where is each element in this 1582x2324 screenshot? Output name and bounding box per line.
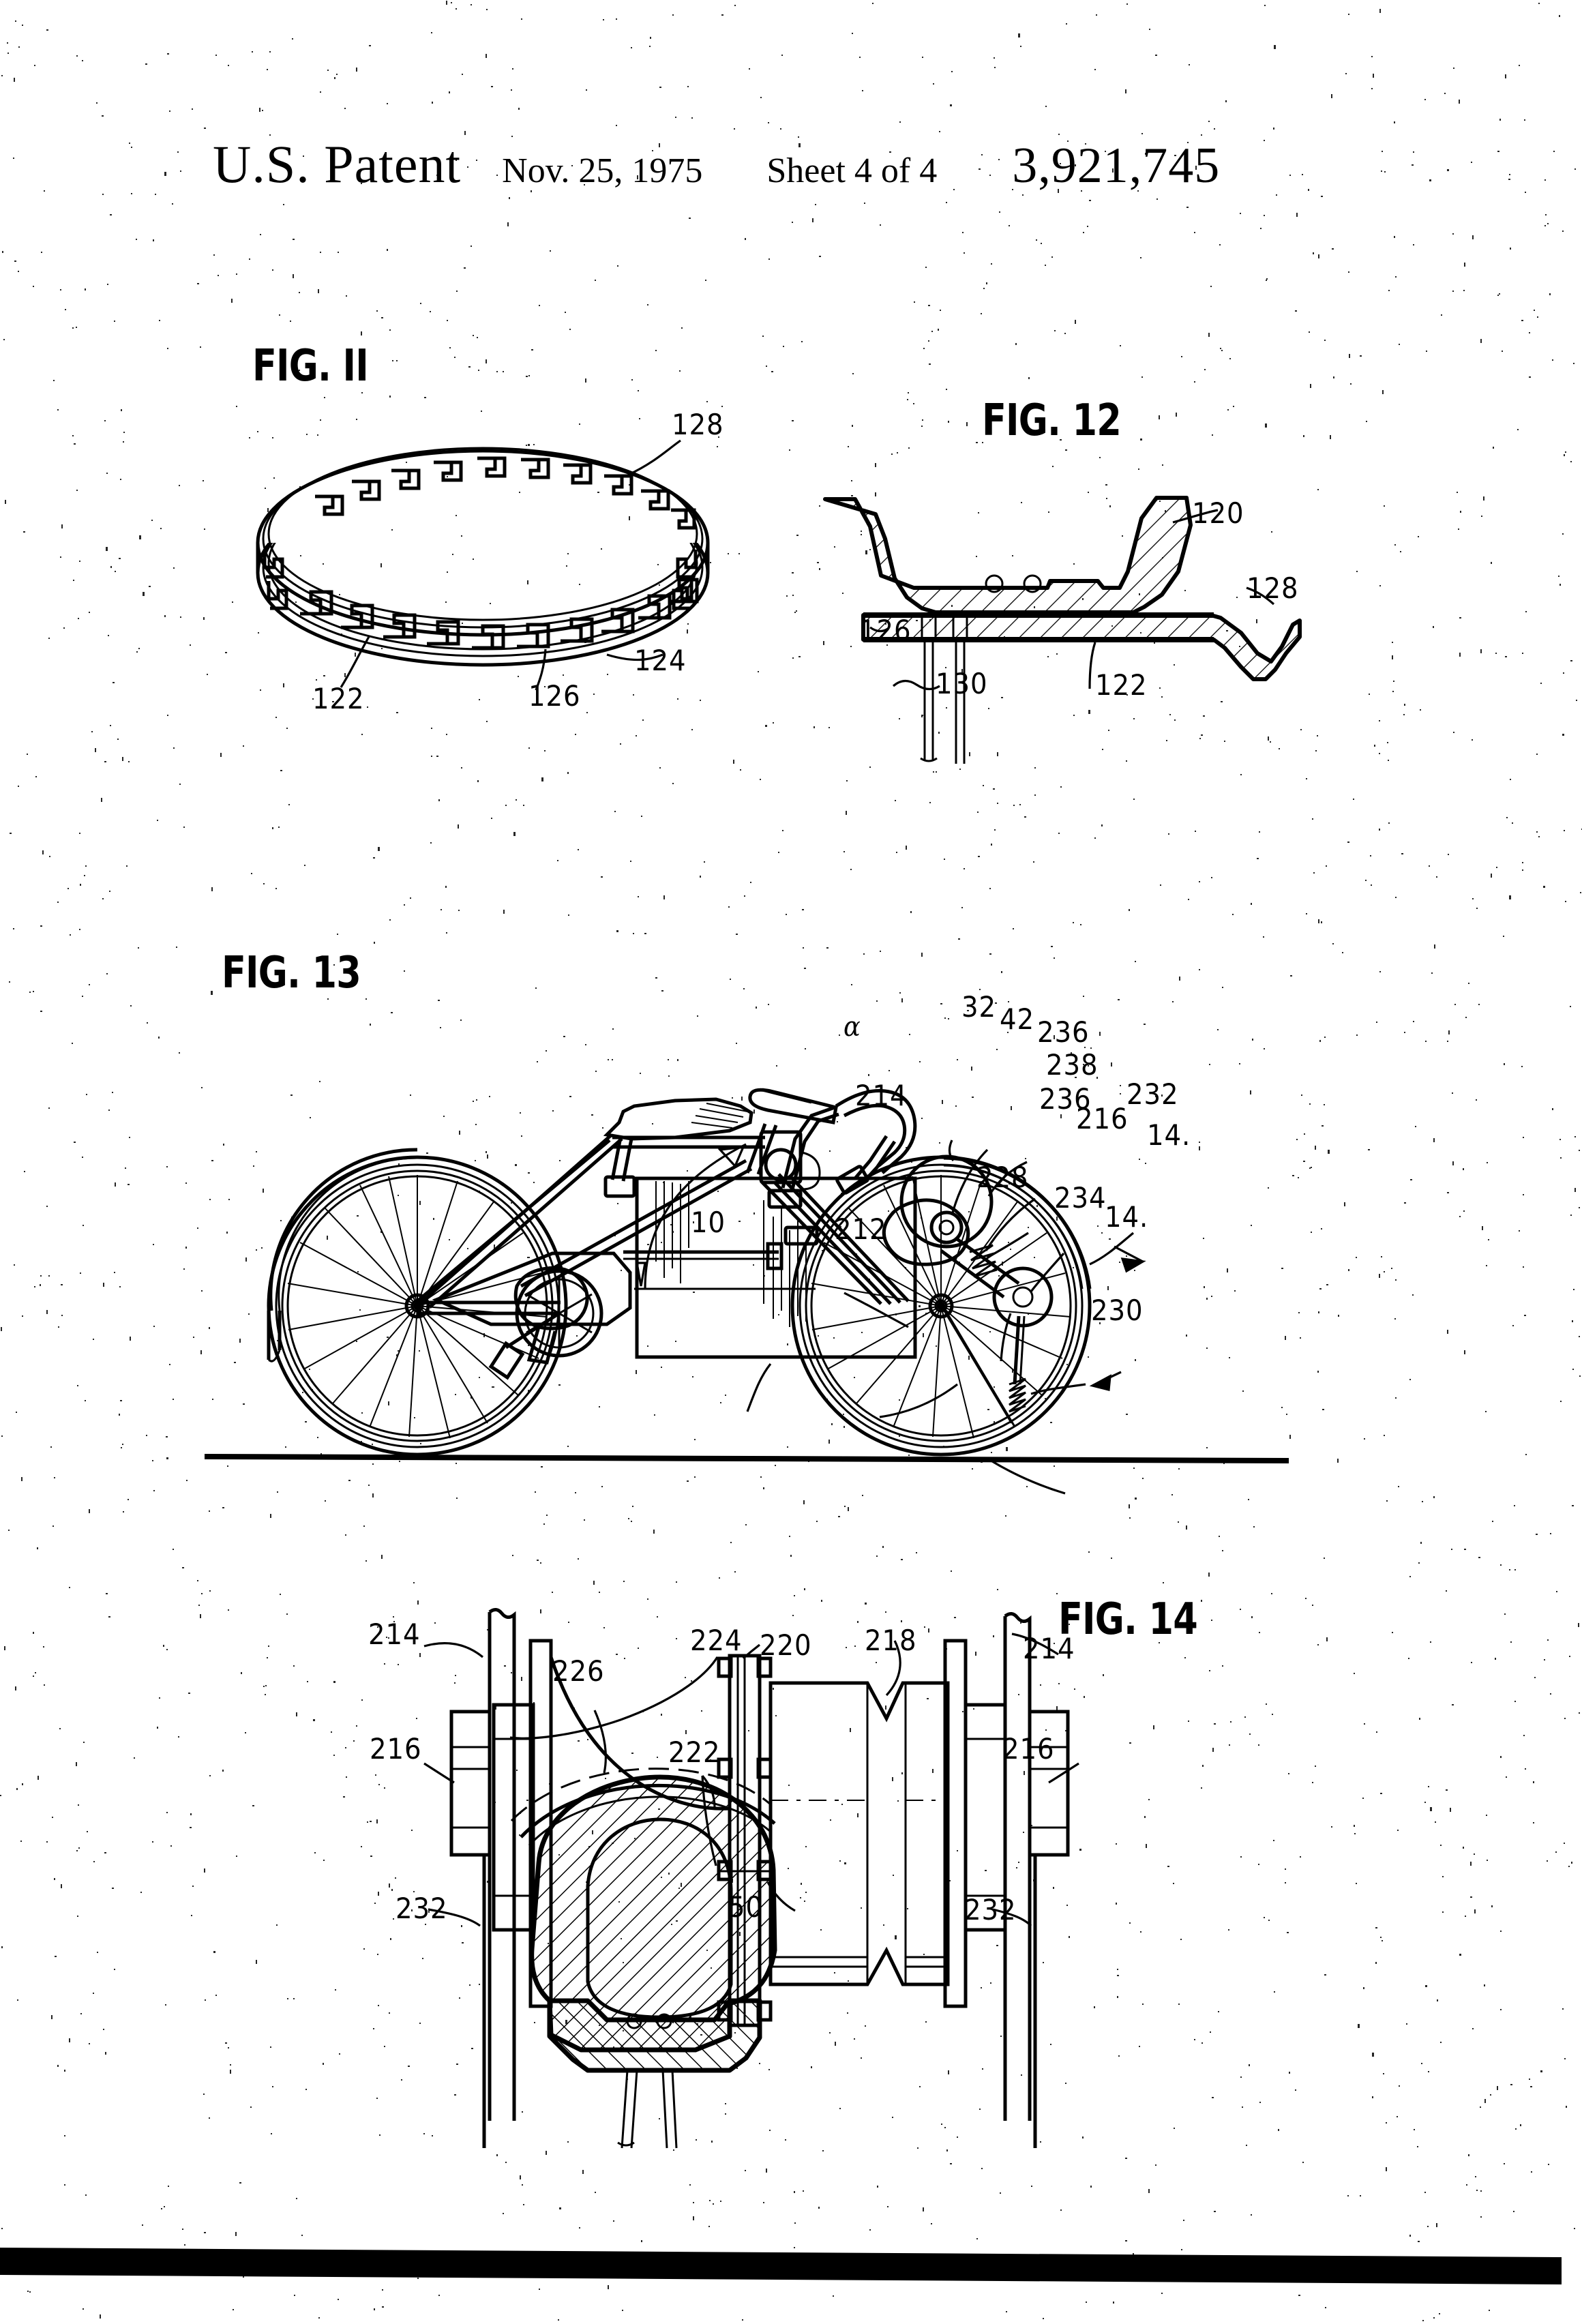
patent-date: Nov. 25, 1975 <box>502 151 703 190</box>
ref-numeral-236-fig13-lower: 236 <box>1039 1082 1092 1116</box>
ref-numeral-226-fig14: 226 <box>552 1654 605 1688</box>
ref-numeral-50-fig14: 50 <box>728 1890 764 1924</box>
ref-numeral-224-fig14: 224 <box>690 1624 743 1657</box>
ref-numeral-236-fig13-upper: 236 <box>1037 1015 1090 1049</box>
figure-label-fig13: FIG. 13 <box>222 948 361 998</box>
ref-numeral-232-fig13: 232 <box>1126 1077 1179 1111</box>
fig14-drawing <box>423 1608 1079 2149</box>
scan-edge-bar <box>0 2248 1562 2284</box>
sheet-header: U.S. Patent Nov. 25, 1975 Sheet 4 of 4 3… <box>0 134 1582 209</box>
ref-numeral-130-fig12: 130 <box>936 667 988 700</box>
ref-numeral-32-fig13: 32 <box>961 990 997 1024</box>
ref-numeral-42-fig13: 42 <box>1000 1002 1035 1036</box>
ref-numeral-232-fig14-left: 232 <box>395 1892 448 1925</box>
patent-office-title: U.S. Patent <box>213 134 462 194</box>
fig11-drawing <box>256 439 710 691</box>
ref-numeral-126-fig12: 126 <box>859 614 912 647</box>
ref-numeral-128-fig11: 128 <box>672 408 724 441</box>
ref-numeral-128-fig12: 128 <box>1247 571 1299 605</box>
ref-numeral-alpha-fig13: α <box>844 1011 861 1043</box>
figure-label-fig14: FIG. 14 <box>1058 1594 1198 1645</box>
ref-numeral-124-fig11: 124 <box>634 644 687 677</box>
figure-label-fig11: FIG. II <box>252 341 369 391</box>
ref-numeral-14-fig13-upper: 14. <box>1147 1118 1191 1152</box>
fig12-drawing <box>823 496 1302 764</box>
ref-numeral-214-fig13: 214 <box>855 1079 908 1112</box>
ref-numeral-212-fig13: 212 <box>835 1212 887 1246</box>
ref-numeral-122-fig12: 122 <box>1095 668 1148 702</box>
ref-numeral-220-fig14: 220 <box>760 1628 812 1662</box>
ref-numeral-120-fig12: 120 <box>1192 496 1244 530</box>
ref-numeral-232-fig14-right: 232 <box>964 1893 1017 1926</box>
ref-numeral-230-fig13: 230 <box>1091 1294 1144 1327</box>
ref-numeral-222-fig14: 222 <box>668 1735 721 1769</box>
ref-numeral-10-fig13: 10 <box>691 1206 726 1239</box>
ref-numeral-214-fig14-left: 214 <box>368 1618 421 1651</box>
ref-numeral-126-fig11: 126 <box>528 679 581 713</box>
ref-numeral-218-fig14: 218 <box>865 1624 917 1657</box>
ref-numeral-122-fig11: 122 <box>312 682 365 715</box>
fig13-drawing <box>204 1088 1289 1495</box>
sheet-number: Sheet 4 of 4 <box>766 151 938 190</box>
ref-numeral-234-fig13: 234 <box>1054 1181 1107 1215</box>
ref-numeral-214-fig14-right: 214 <box>1023 1632 1075 1665</box>
patent-number: 3,921,745 <box>1012 138 1221 194</box>
ref-numeral-238-fig13: 238 <box>1046 1048 1099 1082</box>
ref-numeral-216-fig14-right: 216 <box>1002 1732 1055 1766</box>
ref-numeral-228-fig13: 228 <box>976 1161 1029 1194</box>
ref-numeral-216-fig14-left: 216 <box>370 1732 422 1766</box>
figure-label-fig12: FIG. 12 <box>982 396 1122 446</box>
ref-numeral-14-fig13-lower: 14. <box>1105 1200 1149 1234</box>
ref-numeral-216-fig13: 216 <box>1076 1102 1129 1135</box>
